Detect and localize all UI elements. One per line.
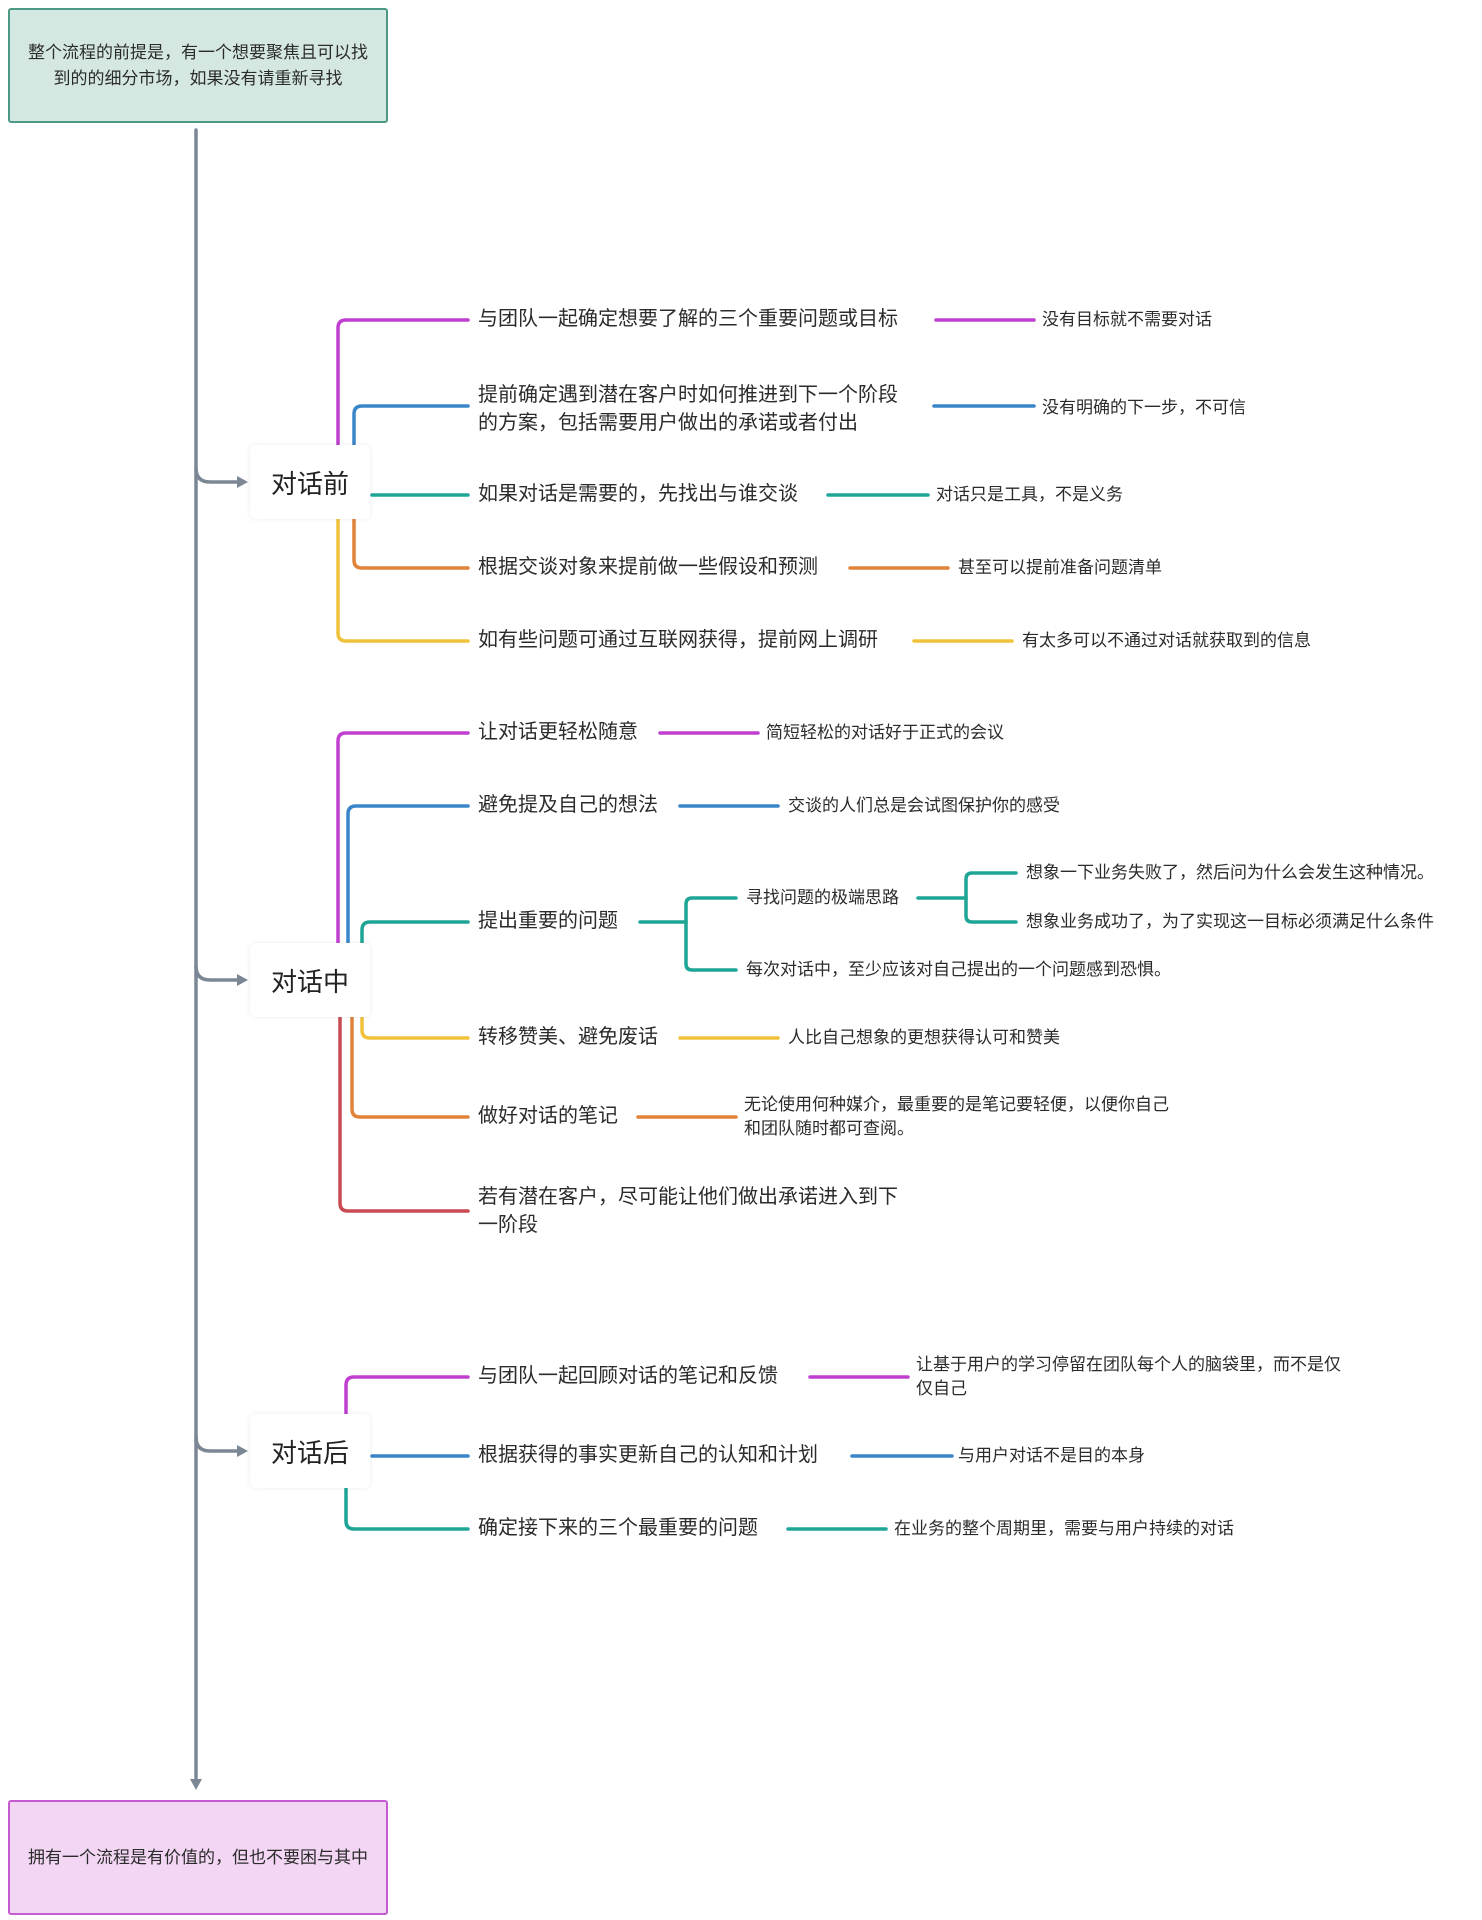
branch-topic-line: 一阶段 xyxy=(478,1212,538,1236)
branch-note-line: 简短轻松的对话好于正式的会议 xyxy=(766,723,1004,743)
branch-note-line: 人比自己想象的更想获得认可和赞美 xyxy=(788,1028,1060,1048)
phase-during[interactable]: 对话中 xyxy=(250,943,370,1017)
branch-note-line: 甚至可以提前准备问题清单 xyxy=(958,558,1162,578)
branch-note-line: 在业务的整个周期里，需要与用户持续的对话 xyxy=(894,1519,1234,1539)
branch-connector xyxy=(352,518,470,570)
branch-note-line: 对话只是工具，不是义务 xyxy=(936,485,1123,505)
conclusion-box: 拥有一个流程是有价值的，但也不要困与其中 xyxy=(8,1800,388,1915)
branch-note-line: 没有目标就不需要对话 xyxy=(1042,310,1212,330)
branch-topic-line: 与团队一起回顾对话的笔记和反馈 xyxy=(478,1363,778,1387)
branch-note[interactable]: 人比自己想象的更想获得认可和赞美 xyxy=(788,1026,1060,1050)
branch-connector xyxy=(336,318,470,446)
branch-note[interactable]: 在业务的整个周期里，需要与用户持续的对话 xyxy=(894,1517,1234,1541)
branch-note[interactable]: 对话只是工具，不是义务 xyxy=(936,483,1123,507)
phase-after[interactable]: 对话后 xyxy=(250,1414,370,1488)
phase-label: 对话中 xyxy=(270,967,349,998)
sub-connector xyxy=(964,871,1018,900)
branch-note-line: 和团队随时都可查阅。 xyxy=(744,1119,914,1139)
branch-connector xyxy=(360,1016,470,1040)
phase-arrow-icon xyxy=(237,974,248,986)
branch-topic-line: 若有潜在客户，尽可能让他们做出承诺进入到下 xyxy=(478,1184,898,1208)
branch-topic[interactable]: 提出重要的问题 xyxy=(478,906,618,934)
branch-topic[interactable]: 转移赞美、避免废话 xyxy=(478,1022,658,1050)
branch-connector xyxy=(344,1375,470,1415)
premise-text: 整个流程的前提是，有一个想要聚焦且可以找到的的细分市场，如果没有请重新寻找 xyxy=(28,42,368,89)
branch-topic[interactable]: 提前确定遇到潜在客户时如何推进到下一个阶段的方案，包括需要用户做出的承诺或者付出 xyxy=(478,380,898,436)
branch-note-line: 仅自己 xyxy=(916,1379,967,1399)
phase-arrow-icon xyxy=(237,1445,248,1457)
branch-connector xyxy=(344,1487,470,1531)
branch-topic[interactable]: 做好对话的笔记 xyxy=(478,1101,618,1129)
branch-note[interactable]: 有太多可以不通过对话就获取到的信息 xyxy=(1022,629,1311,653)
branch-topic-line: 根据交谈对象来提前做一些假设和预测 xyxy=(478,554,818,578)
phase-label: 对话前 xyxy=(270,469,349,500)
branch-topic-line: 避免提及自己的想法 xyxy=(478,792,658,816)
branch-topic[interactable]: 与团队一起回顾对话的笔记和反馈 xyxy=(478,1361,778,1389)
branch-connector xyxy=(360,920,470,944)
branch-topic-line: 提出重要的问题 xyxy=(478,908,618,932)
branch-topic[interactable]: 让对话更轻松随意 xyxy=(478,717,638,745)
sub-connector xyxy=(684,896,738,924)
branch-connector xyxy=(346,804,470,944)
branch-topic[interactable]: 避免提及自己的想法 xyxy=(478,790,658,818)
branch-note[interactable]: 没有明确的下一步，不可信 xyxy=(1042,396,1246,420)
branch-topic[interactable]: 根据获得的事实更新自己的认知和计划 xyxy=(478,1440,818,1468)
branch-note[interactable]: 与用户对话不是目的本身 xyxy=(958,1444,1145,1468)
branch-topic-line: 转移赞美、避免废话 xyxy=(478,1024,658,1048)
branch-note-line: 没有明确的下一步，不可信 xyxy=(1042,398,1246,418)
phase-connector xyxy=(194,964,244,982)
branch-topic[interactable]: 与团队一起确定想要了解的三个重要问题或目标 xyxy=(478,304,898,332)
branch-topic[interactable]: 根据交谈对象来提前做一些假设和预测 xyxy=(478,552,818,580)
leaf-note[interactable]: 想象一下业务失败了，然后问为什么会发生这种情况。 xyxy=(1026,863,1434,883)
branch-connector xyxy=(352,404,470,446)
phase-connector xyxy=(194,466,244,484)
phase-label: 对话后 xyxy=(270,1438,349,1469)
sub-topic[interactable]: 寻找问题的极端思路 xyxy=(746,888,899,908)
branch-note-line: 有太多可以不通过对话就获取到的信息 xyxy=(1022,631,1311,651)
branch-note[interactable]: 交谈的人们总是会试图保护你的感受 xyxy=(788,794,1060,818)
branch-topic-line: 提前确定遇到潜在客户时如何推进到下一个阶段 xyxy=(478,382,898,406)
phase-before[interactable]: 对话前 xyxy=(250,445,370,519)
branch-note-line: 交谈的人们总是会试图保护你的感受 xyxy=(788,796,1060,816)
branch-note-line: 无论使用何种媒介，最重要的是笔记要轻便，以便你自己 xyxy=(744,1095,1169,1115)
leaf-note[interactable]: 想象业务成功了，为了实现这一目标必须满足什么条件 xyxy=(1026,912,1434,932)
sub-connector xyxy=(684,920,738,972)
branch-topic-line: 与团队一起确定想要了解的三个重要问题或目标 xyxy=(478,306,898,330)
branch-topic[interactable]: 如果对话是需要的，先找出与谁交谈 xyxy=(478,479,798,507)
branch-note[interactable]: 无论使用何种媒介，最重要的是笔记要轻便，以便你自己和团队随时都可查阅。 xyxy=(744,1093,1169,1141)
premise-box: 整个流程的前提是，有一个想要聚焦且可以找到的的细分市场，如果没有请重新寻找 xyxy=(8,8,388,123)
branch-connector xyxy=(338,1016,470,1213)
branch-topic-line: 让对话更轻松随意 xyxy=(478,719,638,743)
sub-topic[interactable]: 每次对话中，至少应该对自己提出的一个问题感到恐惧。 xyxy=(746,960,1171,980)
phase-connector xyxy=(194,1435,244,1453)
conclusion-text: 拥有一个流程是有价值的，但也不要困与其中 xyxy=(28,1847,368,1868)
branch-topic[interactable]: 若有潜在客户，尽可能让他们做出承诺进入到下一阶段 xyxy=(478,1182,898,1238)
trunk-arrow-icon xyxy=(190,1779,202,1790)
branch-topic[interactable]: 如有些问题可通过互联网获得，提前网上调研 xyxy=(478,625,878,653)
branch-topic-line: 做好对话的笔记 xyxy=(478,1103,618,1127)
branch-connector xyxy=(336,518,470,643)
branch-topic-line: 如有些问题可通过互联网获得，提前网上调研 xyxy=(478,627,878,651)
branch-topic[interactable]: 确定接下来的三个最重要的问题 xyxy=(478,1513,758,1541)
branch-note[interactable]: 甚至可以提前准备问题清单 xyxy=(958,556,1162,580)
branch-topic-line: 如果对话是需要的，先找出与谁交谈 xyxy=(478,481,798,505)
branch-connector xyxy=(350,1016,470,1119)
branch-note-line: 与用户对话不是目的本身 xyxy=(958,1446,1145,1466)
sub-connector xyxy=(964,896,1018,924)
branch-topic-line: 确定接下来的三个最重要的问题 xyxy=(478,1515,758,1539)
branch-note[interactable]: 让基于用户的学习停留在团队每个人的脑袋里，而不是仅仅自己 xyxy=(916,1353,1341,1401)
branch-note[interactable]: 简短轻松的对话好于正式的会议 xyxy=(766,721,1004,745)
branch-topic-line: 根据获得的事实更新自己的认知和计划 xyxy=(478,1442,818,1466)
phase-arrow-icon xyxy=(237,476,248,488)
branch-note[interactable]: 没有目标就不需要对话 xyxy=(1042,308,1212,332)
branch-connector xyxy=(336,731,470,944)
branch-topic-line: 的方案，包括需要用户做出的承诺或者付出 xyxy=(478,410,858,434)
branch-note-line: 让基于用户的学习停留在团队每个人的脑袋里，而不是仅 xyxy=(916,1355,1341,1375)
